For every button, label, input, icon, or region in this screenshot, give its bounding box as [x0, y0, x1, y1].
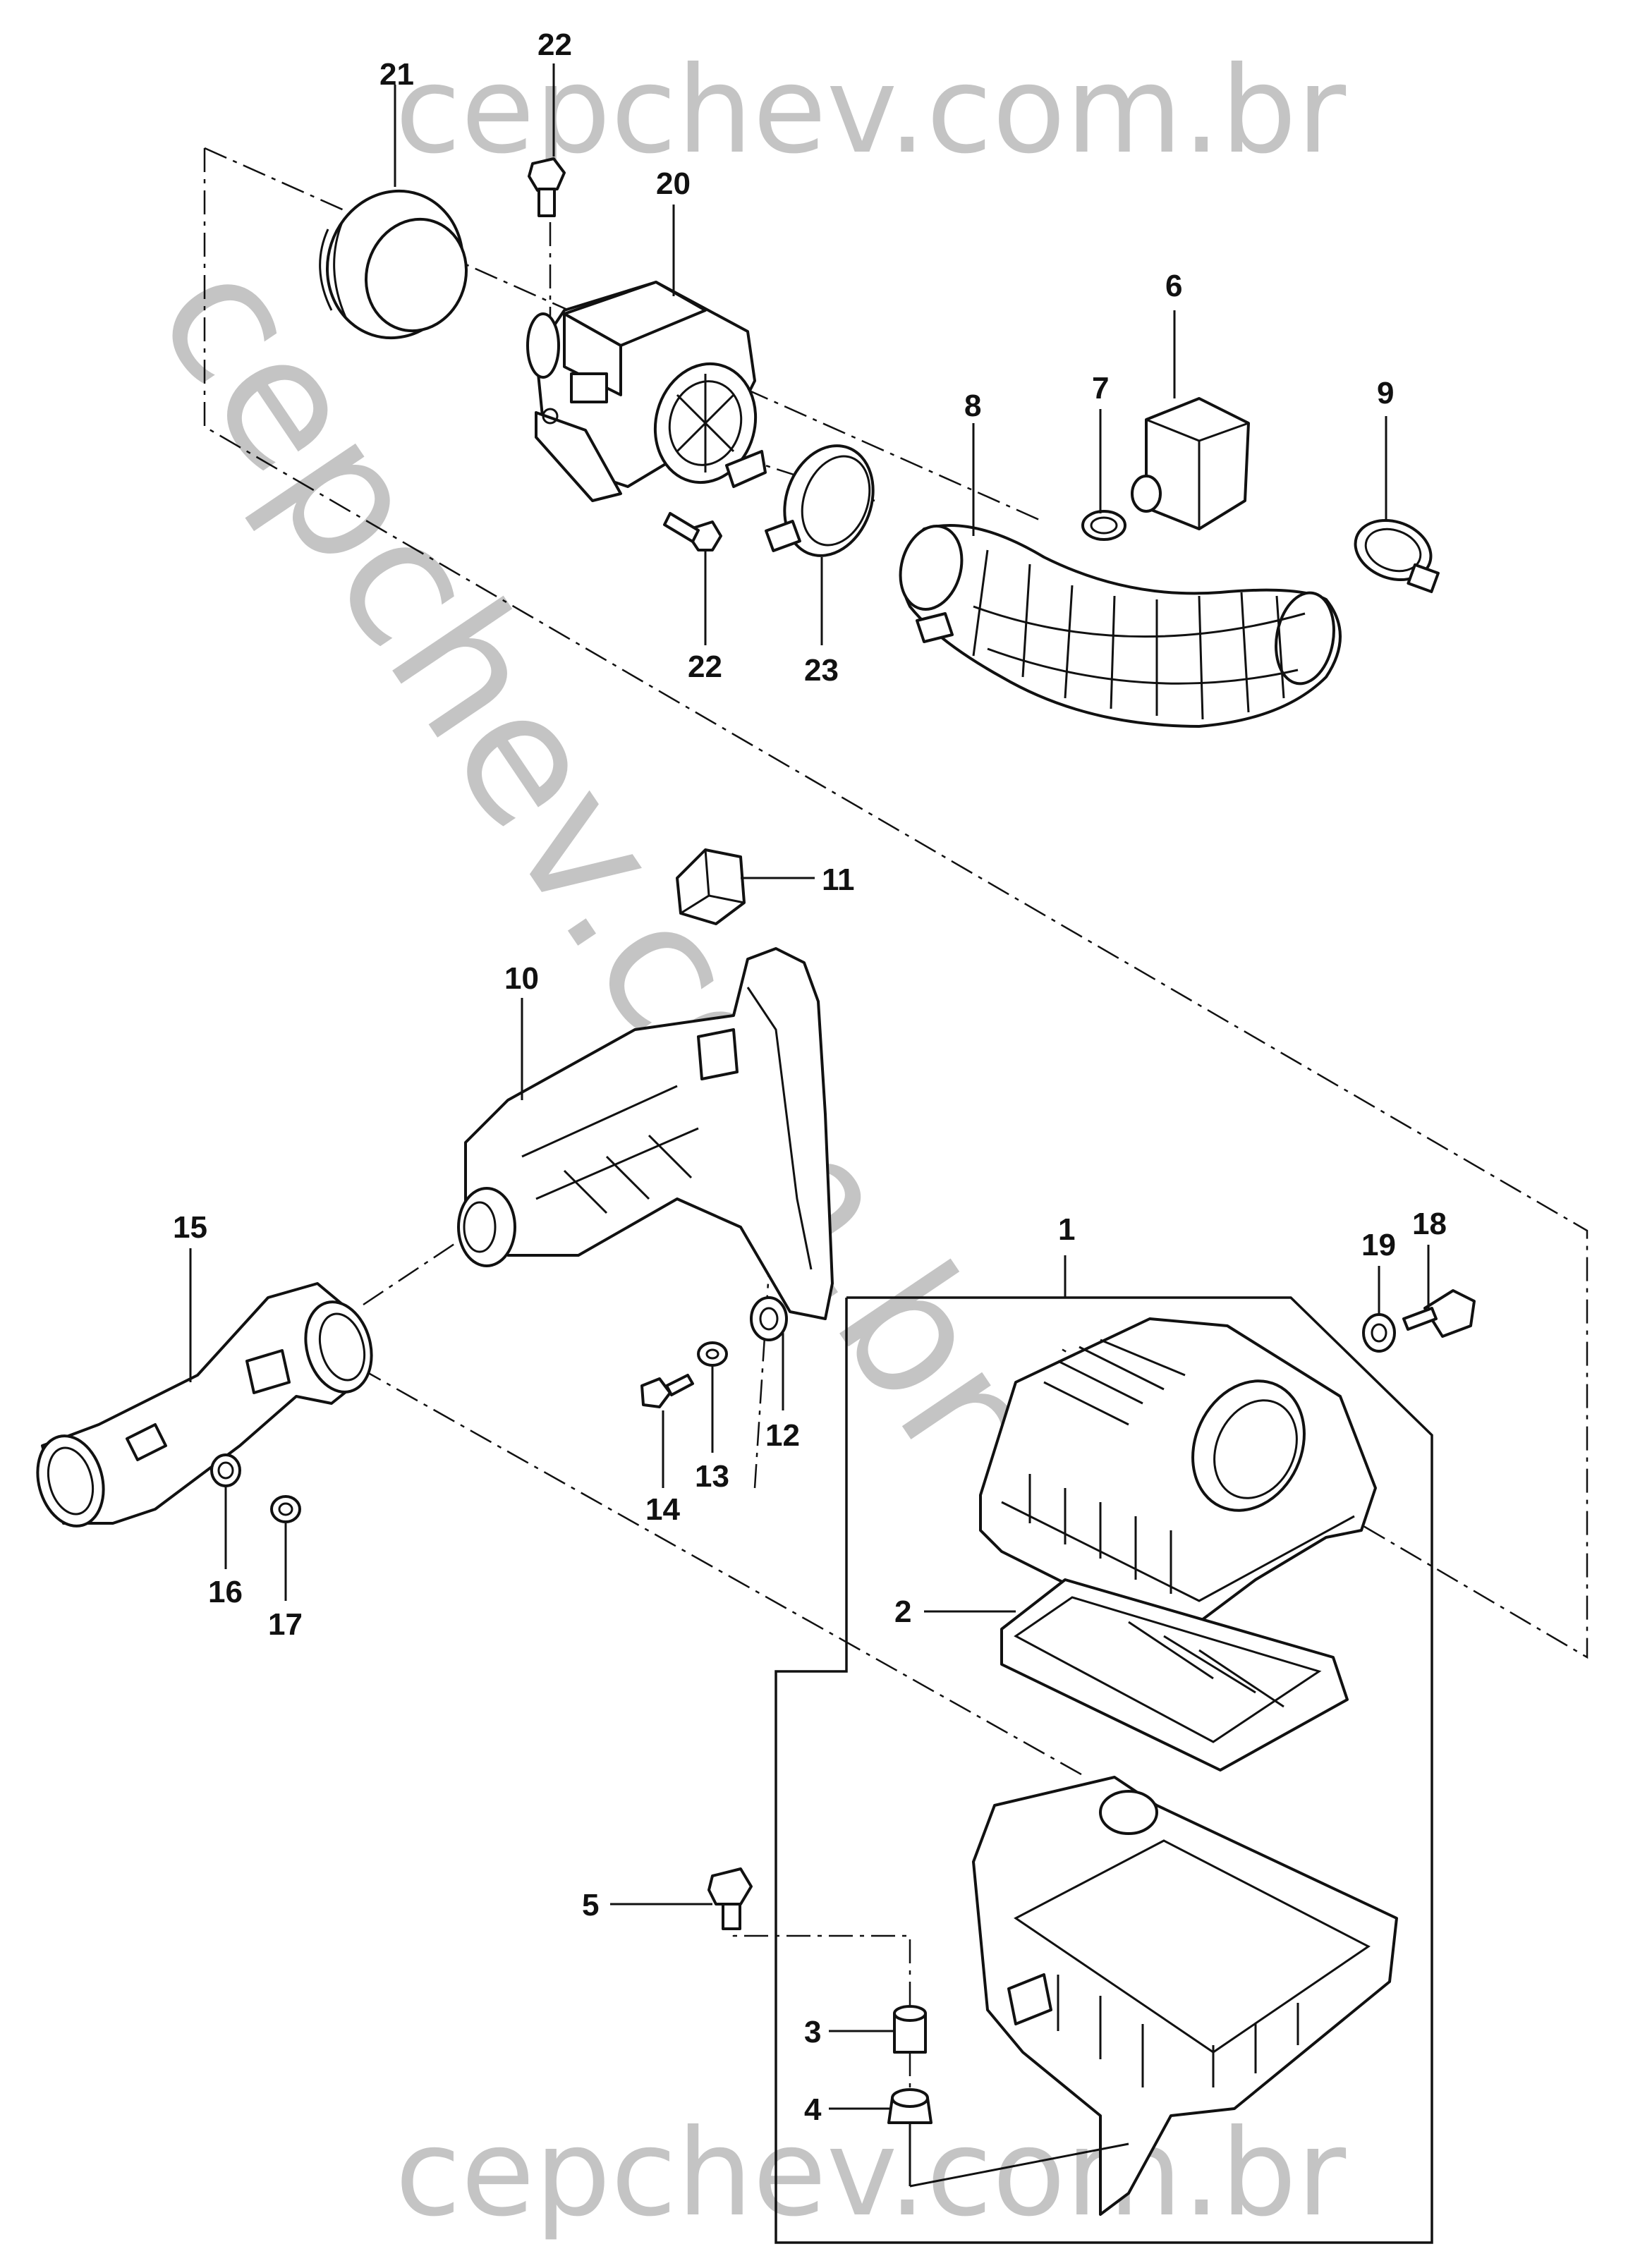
callout-22-bottom: 22	[688, 650, 722, 684]
part-2-filter-element	[1000, 1578, 1349, 1772]
part-23-hose-clamp	[765, 444, 875, 557]
part-17-nut	[270, 1495, 301, 1523]
part-7-small-clamp	[1081, 510, 1126, 541]
callout-22-top: 22	[537, 28, 572, 62]
part-16-grommet	[210, 1453, 241, 1487]
callout-15: 15	[173, 1210, 207, 1245]
assembly-outline-box	[774, 1296, 1433, 2244]
part-19-grommet	[1362, 1313, 1396, 1353]
part-21-grommet	[319, 189, 468, 340]
callout-6: 6	[1165, 269, 1182, 303]
callout-4: 4	[804, 2092, 822, 2127]
part-18-temperature-sensor	[1402, 1289, 1476, 1338]
callout-14: 14	[645, 1492, 680, 1527]
part-13-nut	[697, 1341, 728, 1367]
callout-23: 23	[804, 653, 839, 688]
callout-7: 7	[1092, 371, 1109, 406]
callout-1: 1	[1058, 1212, 1075, 1247]
part-4-grommet	[887, 2088, 933, 2124]
callout-11: 11	[822, 862, 855, 897]
callout-16: 16	[208, 1575, 243, 1609]
callout-3: 3	[804, 2015, 821, 2049]
callout-18: 18	[1412, 1207, 1447, 1241]
part-1-air-cleaner-base	[972, 1776, 1398, 2216]
part-6-resonator	[1131, 397, 1250, 530]
part-8-intake-hose	[899, 524, 1342, 728]
part-5-bolt	[707, 1867, 753, 1930]
leader-lines	[189, 63, 1430, 2188]
callout-9: 9	[1377, 376, 1394, 410]
part-1-air-cleaner-cover	[979, 1317, 1377, 1623]
callout-12: 12	[765, 1418, 800, 1453]
part-22-bolt-upper	[528, 157, 566, 217]
part-22-bolt-lower	[663, 512, 722, 551]
watermark-bottom: cepchev.com.br	[395, 2104, 1346, 2243]
part-11-clip	[676, 848, 746, 925]
part-15-inlet-hose	[36, 1282, 373, 1528]
callout-5: 5	[582, 1888, 599, 1922]
callout-labels: 21 22 20 22 23 8 7 6 9 11 10 15 12 13 14…	[173, 28, 1447, 2127]
part-9-hose-clamp	[1354, 518, 1440, 594]
part-20-airflow-sensor	[526, 281, 767, 502]
callout-17: 17	[268, 1607, 303, 1642]
callout-20: 20	[656, 166, 691, 201]
part-3-sleeve	[893, 2005, 927, 2054]
callout-10: 10	[504, 961, 539, 996]
callout-8: 8	[964, 389, 981, 423]
callout-13: 13	[695, 1459, 729, 1494]
part-10-air-duct	[457, 947, 834, 1320]
callout-19: 19	[1361, 1228, 1396, 1262]
callout-2: 2	[894, 1595, 911, 1629]
part-12-grommet	[750, 1296, 788, 1341]
callout-21: 21	[379, 57, 414, 92]
part-14-bolt	[640, 1374, 694, 1408]
